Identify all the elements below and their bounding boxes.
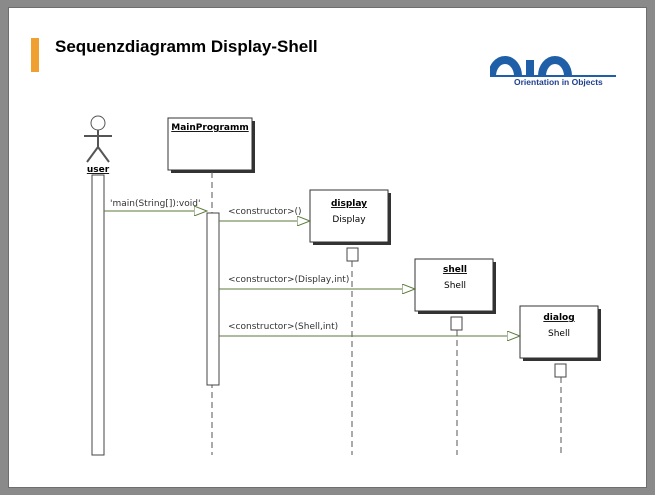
message-dialog-constructor: <constructor>(Shell,int) xyxy=(219,322,520,336)
oio-logo xyxy=(490,56,616,77)
object-display: display Display xyxy=(309,189,391,245)
message-shell-constructor-label: <constructor>(Display,int) xyxy=(228,275,349,285)
user-activation-bar xyxy=(91,174,105,456)
display-activation-bar xyxy=(346,247,359,262)
actor-user: user xyxy=(84,115,112,175)
logo-tagline: Orientation in Objects xyxy=(514,77,603,87)
title-accent-bar xyxy=(31,38,39,72)
object-dialog: dialog Shell xyxy=(519,305,601,361)
mainprogramm-name: MainProgramm xyxy=(171,123,248,133)
message-dialog-constructor-label: <constructor>(Shell,int) xyxy=(228,322,338,332)
message-main: 'main(String[]):void' xyxy=(104,199,207,211)
mainprogramm-activation-bar xyxy=(206,212,220,386)
shell-name: shell xyxy=(443,265,467,275)
message-shell-constructor: <constructor>(Display,int) xyxy=(219,275,415,289)
dialog-type: Shell xyxy=(548,329,570,339)
message-display-constructor: <constructor>() xyxy=(219,207,310,221)
slide xyxy=(9,8,646,487)
object-mainprogramm: MainProgramm xyxy=(167,117,255,173)
object-shell: shell Shell xyxy=(414,258,496,314)
display-type: Display xyxy=(332,215,366,225)
dialog-activation-bar xyxy=(554,363,567,378)
slide-title: Sequenzdiagramm Display-Shell xyxy=(55,37,318,56)
actor-user-label: user xyxy=(87,165,110,175)
dialog-name: dialog xyxy=(543,313,574,323)
shell-activation-bar xyxy=(450,316,463,331)
message-display-constructor-label: <constructor>() xyxy=(228,207,302,217)
shell-type: Shell xyxy=(444,281,466,291)
display-name: display xyxy=(331,199,367,209)
message-main-label: 'main(String[]):void' xyxy=(110,199,200,209)
